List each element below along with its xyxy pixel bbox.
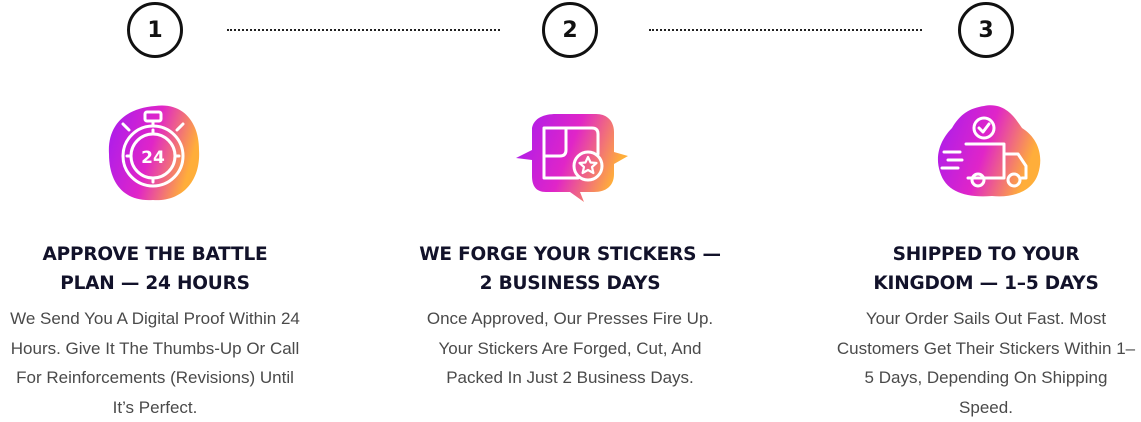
step-2-number-circle: 2: [542, 2, 598, 58]
step-description: Your Order Sails Out Fast. Most Customer…: [836, 309, 1136, 417]
step-title: APPROVE THE BATTLE PLAN — 24 HOURS: [42, 244, 268, 294]
step-title: WE FORGE YOUR STICKERS — 2 BUSINESS DAYS: [419, 244, 721, 294]
step-3-number-circle: 3: [958, 2, 1014, 58]
step-connector-dotted-line: [227, 29, 500, 31]
delivery-truck-icon: [926, 98, 1046, 208]
step-1-column: 24 APPROVE THE BATTLE PLAN — 24 HOURS We…: [0, 0, 315, 419]
step-connector-dotted-line: [649, 29, 922, 31]
step-description: Once Approved, Our Presses Fire Up. Your…: [426, 309, 714, 387]
step-2-column: WE FORGE YOUR STICKERS — 2 BUSINESS DAYS…: [410, 0, 730, 419]
svg-text:24: 24: [141, 148, 165, 168]
step-description: We Send You A Digital Proof Within 24 Ho…: [10, 309, 300, 417]
step-title: SHIPPED TO YOUR KINGDOM — 1–5 DAYS: [873, 244, 1099, 294]
step-number: 1: [147, 17, 163, 43]
step-number: 3: [978, 17, 994, 43]
step-1-number-circle: 1: [127, 2, 183, 58]
step-3-column: SHIPPED TO YOUR KINGDOM — 1–5 DAYS Your …: [826, 0, 1141, 419]
sticker-star-icon: [510, 98, 630, 208]
stopwatch-24-icon: 24: [95, 98, 215, 208]
step-number: 2: [562, 17, 578, 43]
